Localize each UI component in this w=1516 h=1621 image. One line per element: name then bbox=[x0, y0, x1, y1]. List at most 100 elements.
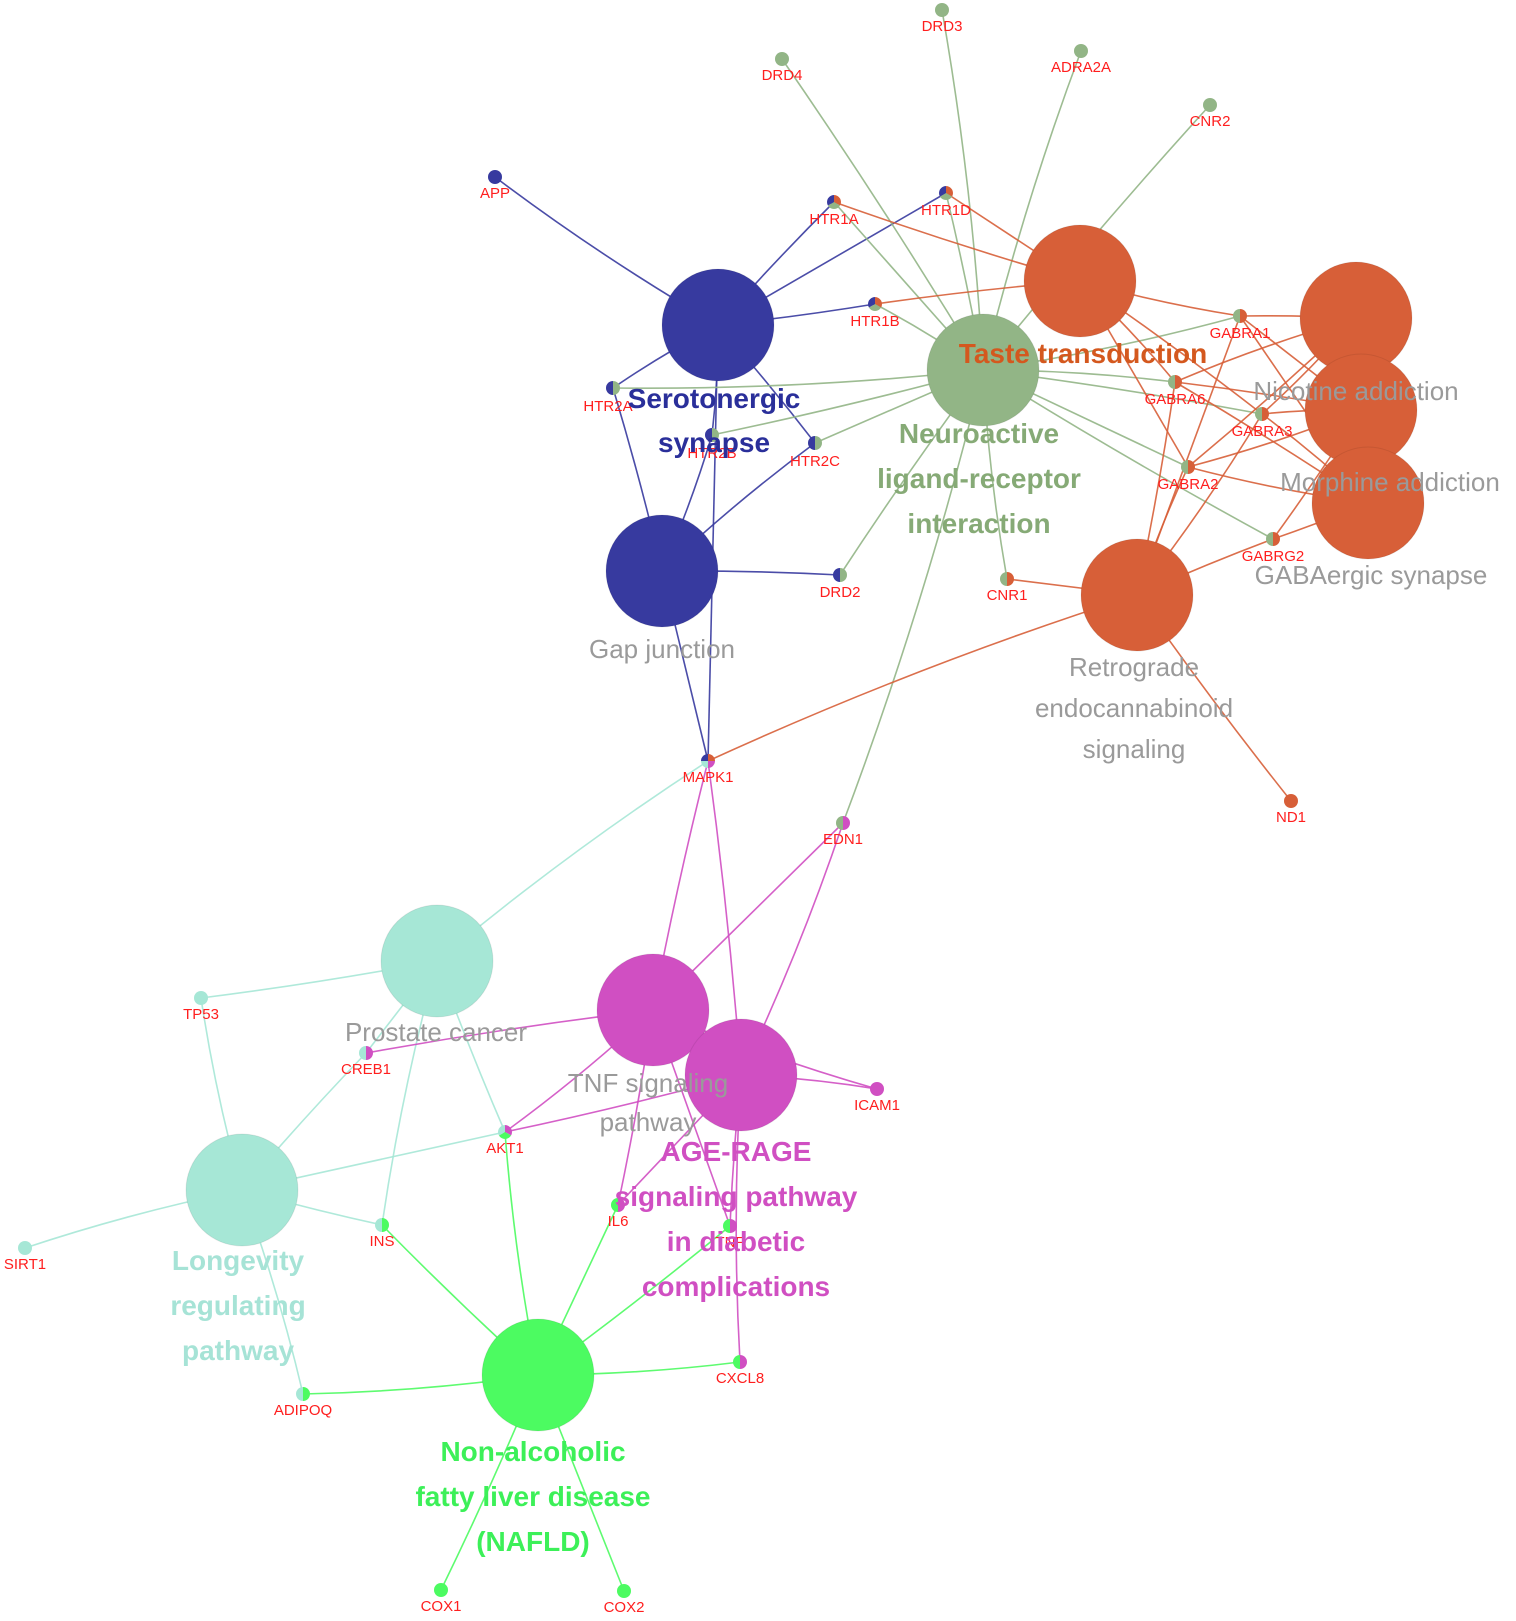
gene-dot bbox=[1284, 794, 1298, 808]
gene-node-htr1b[interactable]: HTR1B bbox=[850, 297, 900, 330]
term-label-line: Nicotine addiction bbox=[1253, 376, 1458, 406]
gene-node-ins[interactable]: INS bbox=[369, 1218, 395, 1250]
gene-node-htr1a[interactable]: HTR1A bbox=[809, 195, 859, 228]
gene-dot-slice bbox=[1168, 375, 1175, 389]
gene-node-cox2[interactable]: COX2 bbox=[604, 1584, 645, 1616]
term-node-retrograde[interactable] bbox=[1080, 538, 1194, 652]
gene-node-htr2c[interactable]: HTR2C bbox=[790, 436, 840, 470]
gene-node-gabra3[interactable]: GABRA3 bbox=[1232, 407, 1293, 440]
gene-label: COX2 bbox=[604, 1599, 645, 1616]
gene-label: ICAM1 bbox=[854, 1097, 900, 1114]
gene-label: HTR2B bbox=[687, 445, 736, 462]
gene-node-adra2a[interactable]: ADRA2A bbox=[1051, 44, 1111, 76]
gene-node-cox1[interactable]: COX1 bbox=[421, 1583, 462, 1615]
gene-node-drd3[interactable]: DRD3 bbox=[922, 3, 963, 35]
gene-node-creb1[interactable]: CREB1 bbox=[341, 1046, 391, 1078]
gene-label: ND1 bbox=[1276, 809, 1306, 826]
gene-dot-slice bbox=[1262, 407, 1269, 421]
gene-dot-slice bbox=[868, 304, 882, 312]
gene-label: GABRA2 bbox=[1158, 476, 1219, 493]
term-node-serotonergic[interactable] bbox=[661, 268, 775, 382]
gene-node-htr2a[interactable]: HTR2A bbox=[583, 381, 633, 415]
term-node-prostate[interactable] bbox=[380, 904, 494, 1018]
gene-node-drd2[interactable]: DRD2 bbox=[820, 568, 861, 601]
gene-node-drd4[interactable]: DRD4 bbox=[762, 52, 803, 84]
gene-node-sirt1[interactable]: SIRT1 bbox=[4, 1241, 46, 1273]
gene-label: CXCL8 bbox=[716, 1370, 764, 1387]
gene-dot bbox=[1074, 44, 1088, 58]
gene-node-il6[interactable]: IL6 bbox=[608, 1198, 629, 1230]
gene-node-htr2b[interactable]: HTR2B bbox=[687, 428, 737, 462]
gene-node-gabra6[interactable]: GABRA6 bbox=[1145, 375, 1206, 408]
gene-node-tnf[interactable]: TNF bbox=[715, 1219, 745, 1251]
gene-node-gabrg2[interactable]: GABRG2 bbox=[1242, 532, 1305, 565]
term-node-nafld[interactable] bbox=[481, 1318, 595, 1432]
edge-retrograde-mapk1 bbox=[707, 594, 1138, 762]
gene-label: HTR2A bbox=[583, 398, 632, 415]
gene-dot-slice bbox=[498, 1125, 505, 1136]
gene-label: DRD2 bbox=[820, 584, 861, 601]
term-label-line: Taste transduction bbox=[959, 338, 1207, 369]
gene-dot-slice bbox=[1188, 460, 1195, 474]
gene-label: TNF bbox=[715, 1234, 744, 1251]
gene-label: ADIPOQ bbox=[274, 1402, 332, 1419]
gene-dot bbox=[488, 170, 502, 184]
gene-dot-slice bbox=[875, 297, 882, 308]
gene-dot-slice bbox=[868, 297, 875, 308]
gene-label: MAPK1 bbox=[683, 769, 734, 786]
term-label-line: pathway bbox=[182, 1335, 294, 1366]
gene-dot-slice bbox=[833, 568, 840, 582]
gene-dot-slice bbox=[611, 1198, 618, 1212]
term-node-gabaergic[interactable] bbox=[1311, 446, 1425, 560]
term-label-line: interaction bbox=[907, 508, 1050, 539]
term-node-neuroactive[interactable] bbox=[926, 313, 1040, 427]
gene-dot bbox=[194, 991, 208, 1005]
gene-node-app[interactable]: APP bbox=[480, 170, 510, 202]
term-node-longevity[interactable] bbox=[185, 1133, 299, 1247]
gene-node-cnr1[interactable]: CNR1 bbox=[987, 572, 1028, 604]
gene-node-mapk1[interactable]: MAPK1 bbox=[683, 754, 734, 786]
gene-label: HTR2C bbox=[790, 453, 840, 470]
gene-label: IL6 bbox=[608, 1213, 629, 1230]
gene-dot bbox=[18, 1241, 32, 1255]
term-label-line: AGE-RAGE bbox=[661, 1136, 812, 1167]
gene-label: GABRG2 bbox=[1242, 548, 1305, 565]
term-node-agerage[interactable] bbox=[684, 1018, 798, 1132]
gene-node-akt1[interactable]: AKT1 bbox=[486, 1125, 524, 1157]
gene-dot-slice bbox=[815, 436, 822, 450]
term-label-line: Neuroactive bbox=[899, 418, 1059, 449]
gene-node-gabra1[interactable]: GABRA1 bbox=[1210, 309, 1271, 342]
gene-dot-slice bbox=[303, 1387, 310, 1401]
gene-label: DRD4 bbox=[762, 67, 803, 84]
gene-node-htr1d[interactable]: HTR1D bbox=[921, 186, 971, 219]
gene-dot-slice bbox=[618, 1198, 625, 1212]
gene-dot bbox=[935, 3, 949, 17]
gene-node-cxcl8[interactable]: CXCL8 bbox=[716, 1355, 764, 1387]
term-label-line: complications bbox=[642, 1271, 830, 1302]
gene-node-adipoq[interactable]: ADIPOQ bbox=[274, 1387, 332, 1419]
gene-label: ADRA2A bbox=[1051, 59, 1111, 76]
edge-neuroactive-edn1 bbox=[842, 369, 984, 824]
term-node-tnf[interactable] bbox=[596, 953, 710, 1067]
gene-node-edn1[interactable]: EDN1 bbox=[823, 816, 863, 848]
gene-node-cnr2[interactable]: CNR2 bbox=[1190, 98, 1231, 130]
gene-dot-slice bbox=[843, 816, 850, 830]
gene-dot-slice bbox=[382, 1218, 389, 1232]
term-node-taste[interactable] bbox=[1023, 224, 1137, 338]
gene-node-gabra2[interactable]: GABRA2 bbox=[1158, 460, 1219, 493]
gene-dot-slice bbox=[1000, 572, 1007, 586]
gene-dot bbox=[1203, 98, 1217, 112]
term-label-line: Morphine addiction bbox=[1280, 467, 1500, 497]
gene-node-nd1[interactable]: ND1 bbox=[1276, 794, 1306, 826]
gene-dot-slice bbox=[939, 193, 953, 201]
gene-dot-slice bbox=[1266, 532, 1273, 546]
gene-label: DRD3 bbox=[922, 18, 963, 35]
gene-node-icam1[interactable]: ICAM1 bbox=[854, 1082, 900, 1114]
term-node-gap-junction[interactable] bbox=[605, 514, 719, 628]
term-label-morphine: Morphine addiction bbox=[1280, 467, 1500, 497]
gene-node-tp53[interactable]: TP53 bbox=[183, 991, 219, 1023]
